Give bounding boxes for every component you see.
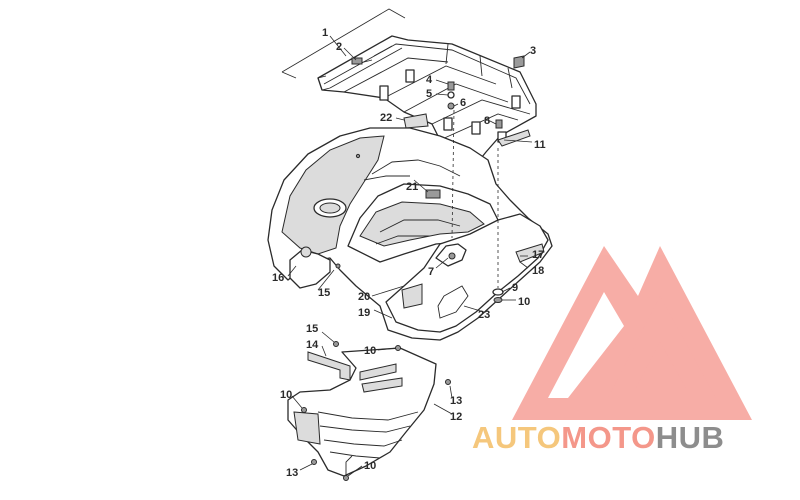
callout-9: 9 bbox=[512, 282, 518, 294]
callout-labels: 1 2 3 4 5 6 7 8 9 10 10 10 10 11 12 13 1… bbox=[272, 27, 546, 479]
hardware-4-5-6 bbox=[447, 81, 455, 110]
callout-7: 7 bbox=[428, 266, 434, 278]
callout-18: 18 bbox=[532, 265, 544, 277]
watermark-text: AUTOMOTOHUB bbox=[472, 420, 724, 455]
watermark-logo bbox=[512, 246, 752, 420]
callout-3: 3 bbox=[530, 45, 536, 57]
callout-22: 22 bbox=[380, 112, 392, 124]
callout-23: 23 bbox=[478, 309, 490, 321]
watermark-auto: AUTO bbox=[472, 420, 561, 455]
logo-triangle-inner bbox=[608, 296, 716, 398]
callout-13-right: 13 bbox=[450, 395, 462, 407]
clip-part-3 bbox=[513, 55, 525, 69]
callout-19: 19 bbox=[358, 307, 370, 319]
callout-10-left: 10 bbox=[280, 389, 292, 401]
callout-1: 1 bbox=[322, 27, 328, 39]
rear-fender bbox=[267, 127, 553, 341]
watermark-moto: MOTO bbox=[561, 420, 655, 455]
bracket-line bbox=[281, 8, 406, 73]
pad-part-22 bbox=[403, 113, 429, 129]
callout-15-upper: 15 bbox=[318, 287, 330, 299]
nut-part-10 bbox=[493, 297, 503, 303]
callout-15-lower: 15 bbox=[306, 323, 318, 335]
callout-10-bottom: 10 bbox=[364, 460, 376, 472]
callout-16: 16 bbox=[272, 272, 284, 284]
callout-2: 2 bbox=[336, 41, 342, 53]
callout-6: 6 bbox=[460, 97, 466, 109]
watermark-hub: HUB bbox=[656, 420, 725, 455]
callout-20: 20 bbox=[358, 291, 370, 303]
callout-11: 11 bbox=[534, 139, 546, 151]
callout-10-mid: 10 bbox=[364, 345, 376, 357]
callout-12: 12 bbox=[450, 411, 462, 423]
callout-5: 5 bbox=[426, 88, 432, 100]
callout-17: 17 bbox=[532, 249, 544, 261]
leader-lines bbox=[287, 35, 533, 477]
callout-21: 21 bbox=[406, 181, 418, 193]
callout-4: 4 bbox=[426, 74, 433, 86]
footwell-part-12 bbox=[287, 347, 437, 477]
footrest-part-14 bbox=[307, 351, 351, 381]
callout-14: 14 bbox=[306, 339, 319, 351]
hardware-8 bbox=[495, 119, 503, 129]
callout-8: 8 bbox=[484, 115, 490, 127]
washer-part-9 bbox=[492, 288, 504, 296]
callout-13-left: 13 bbox=[286, 467, 298, 479]
screw-15-lower bbox=[333, 341, 339, 347]
rear-rack bbox=[317, 35, 537, 163]
callout-10-right: 10 bbox=[518, 296, 530, 308]
